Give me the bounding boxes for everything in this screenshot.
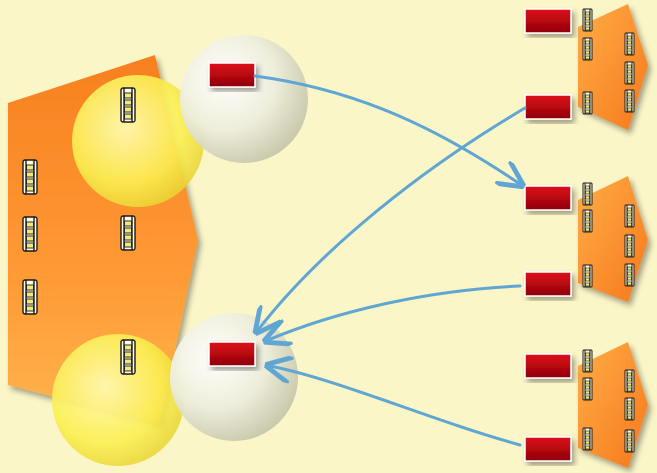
ladder-icon [22, 216, 38, 252]
ladder-icon [120, 339, 136, 375]
ladder-icon [22, 159, 38, 195]
ladder-icon [582, 91, 593, 115]
small-block-2 [578, 176, 648, 302]
yellow-sphere-top [72, 75, 204, 207]
ladder-icon [582, 209, 593, 233]
arrow-bottom3-to-bottom-sphere [270, 366, 522, 447]
chip-top-sphere [208, 62, 256, 88]
ladder-icon [624, 429, 635, 453]
ladder-icon [624, 89, 635, 113]
yellow-sphere-bottom [52, 334, 184, 466]
ladder-icon [582, 37, 593, 61]
chip-bottom-3-top [524, 353, 572, 379]
small-block-3 [578, 342, 648, 468]
ladder-icon [582, 264, 593, 288]
ladder-icon [624, 32, 635, 56]
arrow-top-to-mid [253, 74, 520, 184]
ladder-icon [22, 279, 38, 315]
cream-sphere-top [180, 35, 308, 163]
chip-bottom-sphere [208, 341, 256, 367]
chip-mid-2-bottom [524, 271, 572, 297]
chips [208, 8, 572, 462]
ladder-icon [582, 8, 593, 32]
ladder-icon [624, 397, 635, 421]
ladder-icon [582, 377, 593, 401]
ladder-icon [624, 369, 635, 393]
chip-mid-2-top [524, 185, 572, 211]
ladder-icon [624, 234, 635, 258]
ladder-icon [120, 87, 136, 123]
ladder-icon [582, 182, 593, 206]
ladder-icon [624, 61, 635, 85]
chip-bottom-3-bottom [524, 436, 572, 462]
arrow-mid2-to-bottom-sphere [268, 284, 522, 340]
ladder-icon [624, 204, 635, 228]
chip-top-1-bottom [524, 94, 572, 120]
cream-sphere-bottom [170, 313, 298, 441]
small-block-1 [578, 4, 648, 130]
connectors [253, 74, 527, 447]
arrow-top1-to-bottom-sphere [258, 106, 527, 330]
ladder-icon [120, 215, 136, 251]
ladder-icon [582, 427, 593, 451]
chip-top-1-top [524, 8, 572, 34]
ladder-icon [624, 263, 635, 287]
ladder-icon [582, 349, 593, 373]
